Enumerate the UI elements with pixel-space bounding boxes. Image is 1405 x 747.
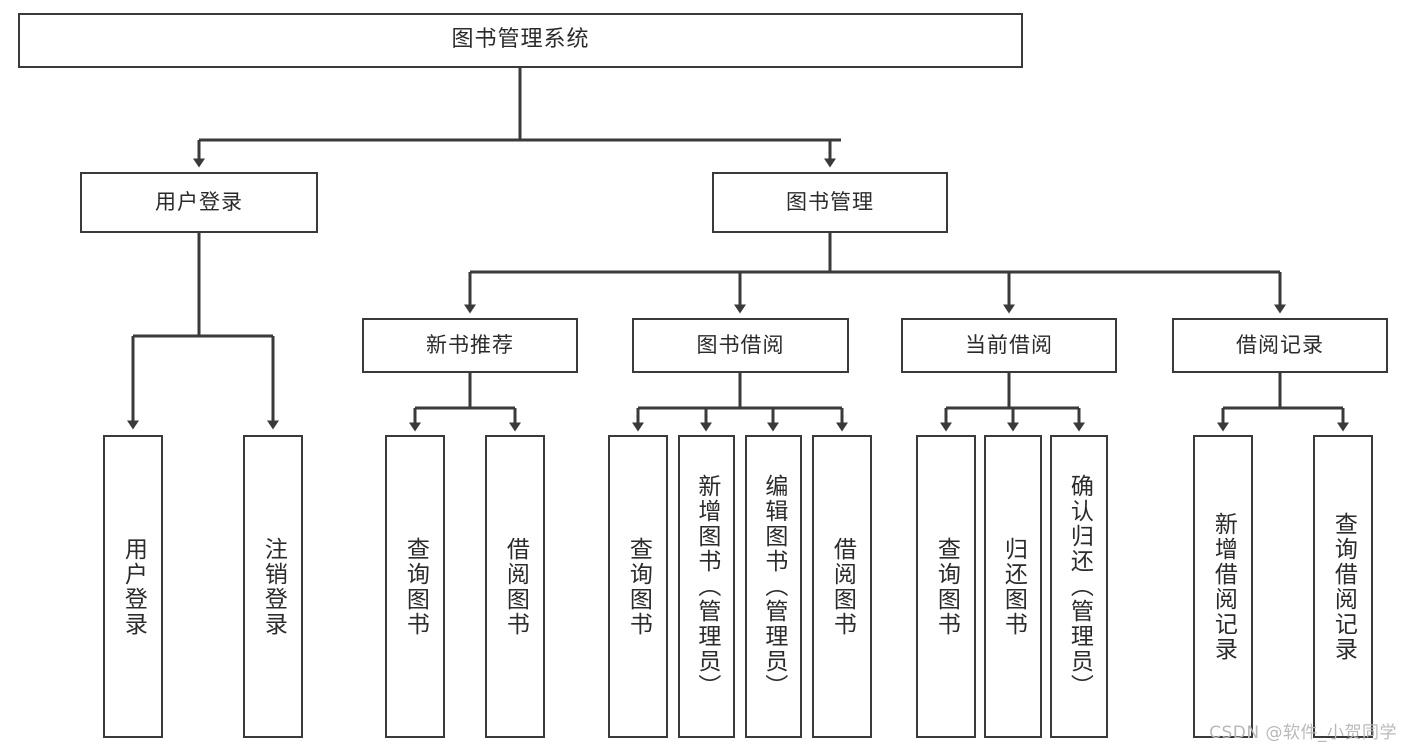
node-label: 图书借阅 <box>696 332 785 357</box>
node-label: 借阅记录 <box>1236 332 1324 357</box>
node-label: 查询借阅记录 <box>1330 511 1357 662</box>
leaf-query-borrow-record[interactable]: 查询借阅记录 <box>1313 435 1373 738</box>
node-borrow-record[interactable]: 借阅记录 <box>1172 318 1388 373</box>
leaf-query-book-borrow[interactable]: 查询图书 <box>608 435 668 738</box>
leaf-return-book[interactable]: 归还图书 <box>984 435 1042 738</box>
leaf-user-login[interactable]: 用户登录 <box>103 435 163 738</box>
node-label: 图书管理系统 <box>451 27 590 53</box>
leaf-add-borrow-record[interactable]: 新增借阅记录 <box>1193 435 1253 738</box>
node-label: 编辑图书（管理员） <box>760 474 787 699</box>
node-label: 借阅图书 <box>502 536 529 637</box>
node-new-book-recommend[interactable]: 新书推荐 <box>362 318 578 373</box>
node-user-login[interactable]: 用户登录 <box>80 172 318 233</box>
node-book-management[interactable]: 图书管理 <box>712 172 948 233</box>
leaf-logout[interactable]: 注销登录 <box>243 435 303 738</box>
leaf-query-book-recommend[interactable]: 查询图书 <box>385 435 445 738</box>
leaf-query-book-current[interactable]: 查询图书 <box>916 435 976 738</box>
node-label: 查询图书 <box>402 536 429 637</box>
leaf-edit-book-admin[interactable]: 编辑图书（管理员） <box>745 435 802 738</box>
node-root-book-management-system[interactable]: 图书管理系统 <box>18 13 1023 68</box>
node-label: 新书推荐 <box>426 332 514 357</box>
leaf-confirm-return-admin[interactable]: 确认归还（管理员） <box>1050 435 1108 738</box>
node-label: 当前借阅 <box>965 332 1053 357</box>
node-label: 确认归还（管理员） <box>1066 474 1093 699</box>
node-label: 查询图书 <box>933 536 960 637</box>
node-label: 查询图书 <box>625 536 652 637</box>
node-label: 用户登录 <box>155 189 243 214</box>
node-label: 用户登录 <box>120 536 147 637</box>
csdn-watermark: CSDN @软件_小贺同学 <box>1209 723 1397 743</box>
node-current-borrow[interactable]: 当前借阅 <box>901 318 1117 373</box>
leaf-borrow-book[interactable]: 借阅图书 <box>812 435 872 738</box>
node-label: 新增借阅记录 <box>1210 511 1237 662</box>
leaf-add-book-admin[interactable]: 新增图书（管理员） <box>678 435 735 738</box>
node-label: 新增图书（管理员） <box>693 474 720 699</box>
node-label: 注销登录 <box>260 536 287 637</box>
node-book-borrow[interactable]: 图书借阅 <box>632 318 849 373</box>
node-label: 图书管理 <box>786 189 874 214</box>
node-label: 归还图书 <box>1000 536 1027 637</box>
node-label: 借阅图书 <box>829 536 856 637</box>
leaf-borrow-book-recommend[interactable]: 借阅图书 <box>485 435 545 738</box>
